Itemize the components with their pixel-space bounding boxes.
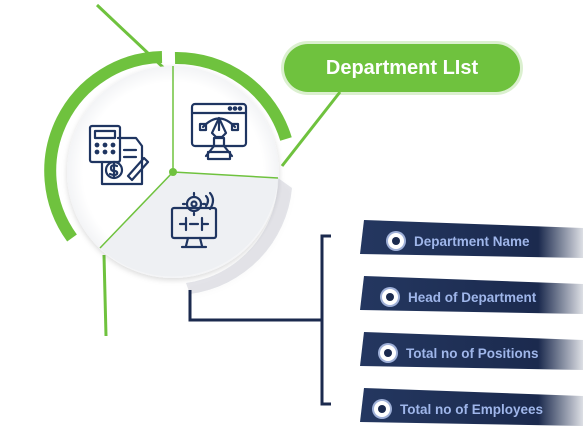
field-item-department-name: Department Name <box>388 223 530 259</box>
field-label: Department Name <box>414 233 530 249</box>
field-connector-bracket <box>188 234 331 406</box>
field-label: Total no of Positions <box>406 345 539 361</box>
field-item-total-employees: Total no of Employees <box>374 391 543 427</box>
bullet-dot-icon <box>388 233 404 249</box>
field-bars <box>360 220 583 426</box>
pie-center-dot <box>169 168 177 176</box>
bullet-dot-icon <box>374 401 390 417</box>
monitor-settings-icon <box>170 191 218 249</box>
field-label: Head of Department <box>408 289 537 305</box>
outer-ring-arcs <box>44 51 292 242</box>
sector-dividers <box>99 66 279 249</box>
design-pen-tool-icon <box>190 102 248 161</box>
field-label: Total no of Employees <box>400 401 544 417</box>
bullet-dot-icon <box>380 345 396 361</box>
field-item-total-positions: Total no of Positions <box>380 335 539 371</box>
bullet-dot-icon <box>382 289 398 305</box>
department-list-title: Department LIst <box>284 44 520 92</box>
field-item-head-of-department: Head of Department <box>382 279 536 315</box>
calculator-invoice-icon <box>88 124 150 186</box>
